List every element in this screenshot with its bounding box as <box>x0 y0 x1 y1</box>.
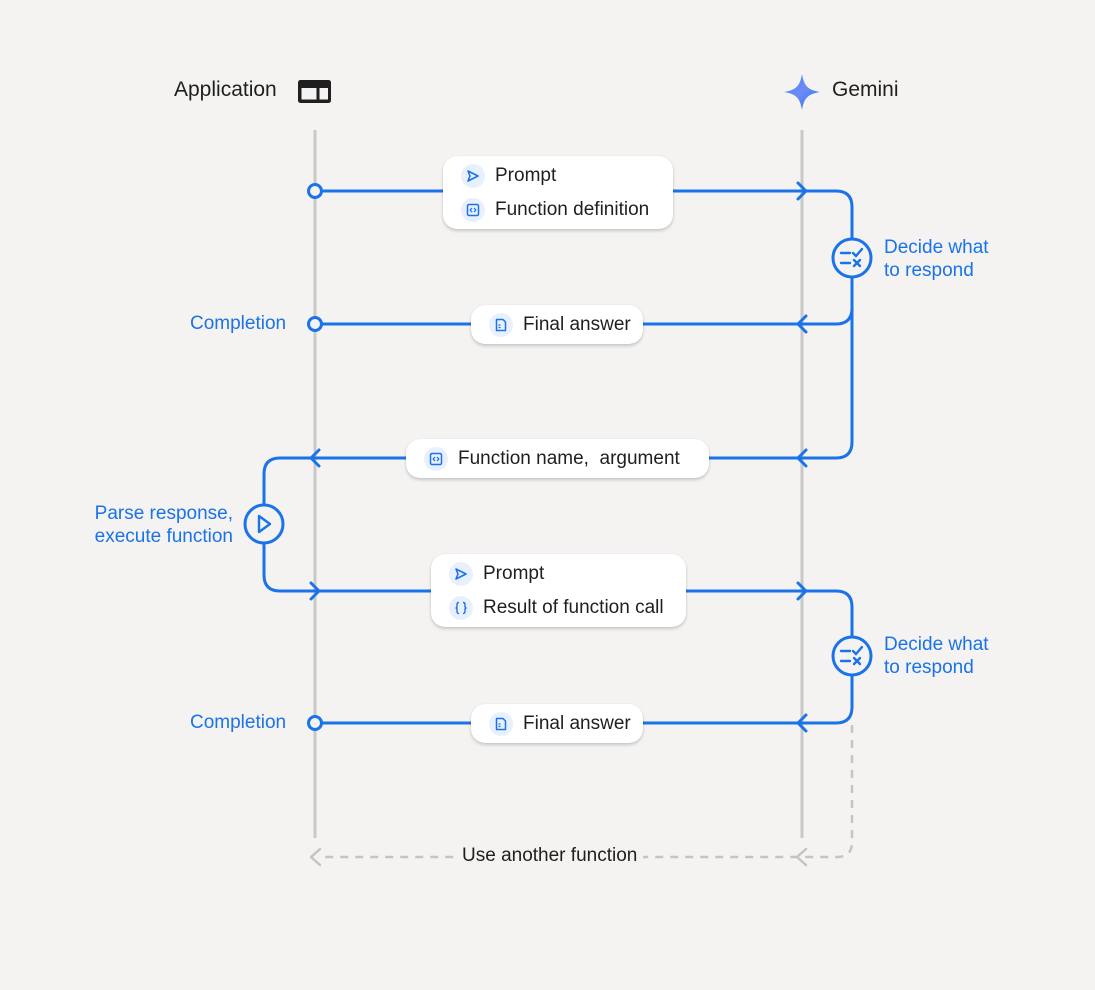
loop-arrowhead-gemini <box>795 847 808 867</box>
window-layout-icon <box>298 80 331 103</box>
request2-arrowhead-gemini <box>796 581 808 601</box>
parse-label: Parse response, execute function <box>94 503 233 547</box>
decide2-label: Decide what to respond <box>884 634 989 678</box>
function-call-card: Function name, argument <box>406 439 709 478</box>
use-another-function-label: Use another function <box>456 845 644 867</box>
gemini-title: Gemini <box>832 78 899 101</box>
completion2-arrowhead <box>796 713 808 733</box>
completion1-answer-label: Final answer <box>523 313 631 335</box>
request1-card: Prompt Function definition <box>443 156 673 229</box>
sparkle-star-icon <box>784 74 820 110</box>
request2-card: Prompt Result of function call <box>431 554 686 627</box>
request2-prompt-label: Prompt <box>483 562 545 584</box>
function-call-arrowhead-app <box>309 448 321 468</box>
loop-back-arrow <box>318 725 854 859</box>
request1-origin-dot <box>307 183 323 199</box>
request2-result-label: Result of function call <box>483 596 664 618</box>
completion1-end-dot <box>307 316 323 332</box>
send-icon <box>461 163 485 188</box>
decide1-icon <box>831 237 873 279</box>
function-call-label: Function name, argument <box>458 447 680 469</box>
request2-arrowhead-app <box>309 581 321 601</box>
document-icon <box>489 312 513 337</box>
code-box-icon <box>424 446 448 471</box>
send-icon <box>449 561 473 586</box>
decide1-label: Decide what to respond <box>884 237 989 281</box>
completion2-answer-label: Final answer <box>523 712 631 734</box>
decide2-icon <box>831 635 873 677</box>
completion2-end-dot <box>307 715 323 731</box>
curly-braces-icon <box>449 595 473 620</box>
request1-definition-label: Function definition <box>495 198 650 220</box>
decide1-branch <box>834 189 854 460</box>
code-box-icon <box>461 197 485 222</box>
function-call-arrowhead-gemini <box>796 448 808 468</box>
completion2-card: Final answer <box>471 704 643 743</box>
application-title: Application <box>174 78 277 101</box>
request1-prompt-label: Prompt <box>495 164 557 186</box>
document-icon <box>489 711 513 736</box>
completion1-arrowhead <box>796 314 808 334</box>
loop-arrowhead-left <box>309 847 322 867</box>
execute-play-icon <box>243 503 285 545</box>
completion2-label: Completion <box>190 712 287 733</box>
completion1-label: Completion <box>190 313 287 334</box>
request1-arrowhead <box>796 181 808 201</box>
completion1-card: Final answer <box>471 305 643 344</box>
decide1-to-completion <box>834 306 854 326</box>
